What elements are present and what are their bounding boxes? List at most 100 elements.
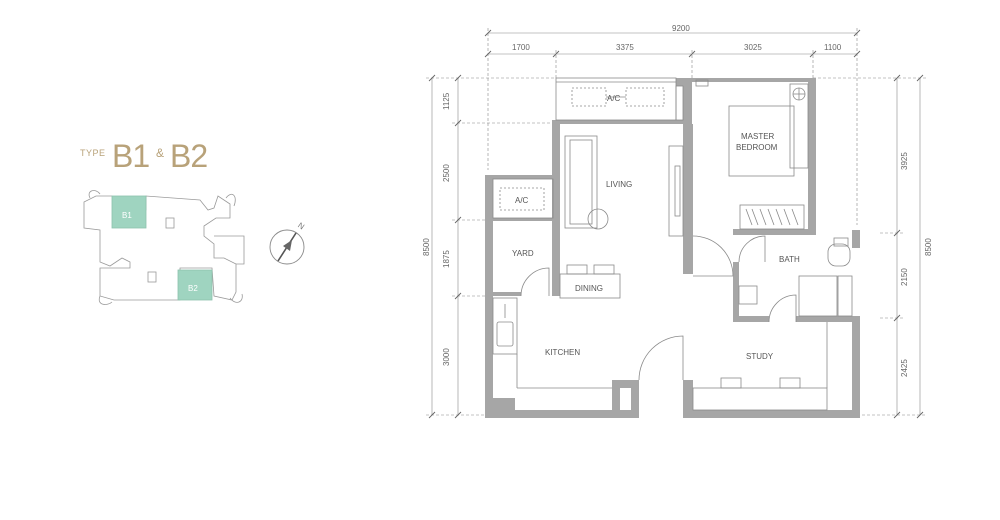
toilet-tank xyxy=(833,237,849,247)
type-prefix: TYPE xyxy=(80,148,106,158)
label-ac-left: A/C xyxy=(515,196,529,205)
study-chair-2 xyxy=(779,377,801,389)
bath-door-arc xyxy=(738,235,766,263)
dim-top-overall: 9200 xyxy=(672,24,690,33)
label-master-1: MASTER xyxy=(741,132,775,141)
bedroom-door-arc xyxy=(692,235,734,277)
key-plan-curve-2 xyxy=(225,193,236,207)
wall-right-upper xyxy=(808,78,816,233)
key-plan xyxy=(83,190,245,305)
tv-console xyxy=(668,145,684,237)
kitchen-counter xyxy=(492,297,518,355)
label-yard: YARD xyxy=(512,249,534,258)
label-kitchen: KITCHEN xyxy=(545,348,580,357)
ac-unit-top-2 xyxy=(625,87,665,107)
dining-chair-1 xyxy=(566,264,588,275)
wall-living-top xyxy=(552,120,692,124)
walls xyxy=(485,78,860,418)
room-labels: A/C A/C LIVING MASTER BEDROOM YARD DININ… xyxy=(512,94,800,361)
ac-unit-left xyxy=(499,187,545,211)
wall-bath-left xyxy=(733,262,739,322)
wall-right-lower xyxy=(852,317,860,418)
ac-unit-top-1 xyxy=(571,87,607,107)
bed xyxy=(728,105,795,177)
dimension-ticks xyxy=(428,29,924,419)
label-living: LIVING xyxy=(606,180,632,189)
dim-top-3: 3025 xyxy=(744,43,762,52)
bedside-wardrobe xyxy=(789,83,809,169)
wall-bottom-jog-left xyxy=(493,398,515,410)
wall-entry-left xyxy=(612,380,620,418)
key-plan-curve-1 xyxy=(88,190,101,199)
dim-right-1: 3925 xyxy=(900,152,909,170)
dim-left-2: 2500 xyxy=(442,164,451,182)
wall-bath-bottom-1 xyxy=(733,316,769,322)
dim-top-2: 3375 xyxy=(616,43,634,52)
sofa-cushion xyxy=(569,139,593,225)
yard-door-arc xyxy=(520,267,550,297)
label-dining: DINING xyxy=(575,284,603,293)
wall-entry-far xyxy=(683,380,693,418)
key-plan-unit-b-label: B2 xyxy=(188,284,198,293)
dimension-lines xyxy=(426,28,926,416)
wall-bottom-right xyxy=(683,410,860,418)
shower xyxy=(798,275,838,317)
dim-top-4: 1100 xyxy=(824,43,842,52)
wall-yard-bottom xyxy=(493,292,521,296)
label-ac-top: A/C xyxy=(607,94,621,103)
dim-right-2: 2150 xyxy=(900,268,909,286)
key-plan-unit-a xyxy=(111,195,147,229)
toilet xyxy=(827,243,851,267)
wall-bedroom-top xyxy=(692,78,816,82)
key-plan-unit-a-label: B1 xyxy=(122,211,132,220)
shower-niche xyxy=(837,275,853,317)
wall-yard-mid xyxy=(485,218,553,221)
key-plan-curve-3 xyxy=(98,295,113,305)
tv xyxy=(674,165,681,217)
key-plan-core-2 xyxy=(147,271,157,283)
wall-living-right xyxy=(683,124,693,274)
label-bath: BATH xyxy=(779,255,800,264)
wall-entry-top xyxy=(612,380,639,388)
dimension-labels: 9200 1700 3375 3025 1100 8500 1125 2500 … xyxy=(422,24,933,377)
study-chair-1 xyxy=(720,377,742,389)
dining-chair-2 xyxy=(593,264,615,275)
study-desk xyxy=(692,387,828,411)
bedroom-window-sill xyxy=(695,79,709,87)
compass: N xyxy=(269,221,306,265)
compass-arrow-icon xyxy=(283,240,292,251)
wall-column-1 xyxy=(683,78,692,124)
entry-door-arc xyxy=(638,335,684,381)
basin xyxy=(738,285,758,305)
dining-table xyxy=(559,273,621,299)
wall-yard-top xyxy=(485,175,553,179)
dim-right-3: 2425 xyxy=(900,359,909,377)
dim-left-4: 3000 xyxy=(442,348,451,366)
key-plan-unit-b xyxy=(177,269,213,301)
wardrobe-hangers xyxy=(745,208,799,226)
ac-niche-left xyxy=(492,178,554,219)
key-plan-wing xyxy=(214,235,245,265)
type-ampersand: & xyxy=(156,146,165,160)
label-master-2: BEDROOM xyxy=(736,143,778,152)
type-unit-b: B2 xyxy=(170,138,208,174)
dim-left-3: 1875 xyxy=(442,250,451,268)
wardrobe xyxy=(739,204,805,230)
fixtures xyxy=(492,77,853,411)
label-study: STUDY xyxy=(746,352,774,361)
dim-right-overall: 8500 xyxy=(924,238,933,256)
type-unit-a: B1 xyxy=(112,138,150,174)
wall-right-bath xyxy=(852,230,860,248)
wall-bottom-left xyxy=(485,410,639,418)
dim-left-1: 1125 xyxy=(442,92,451,110)
wall-bedroom-bottom xyxy=(733,229,816,235)
key-plan-outline xyxy=(83,195,237,301)
sofa xyxy=(564,135,598,229)
compass-north-label: N xyxy=(296,221,306,232)
key-plan-core-1 xyxy=(165,217,175,229)
wall-left-outer xyxy=(485,175,493,418)
kitchen-sink xyxy=(496,321,514,347)
wall-entry-right xyxy=(631,388,639,418)
